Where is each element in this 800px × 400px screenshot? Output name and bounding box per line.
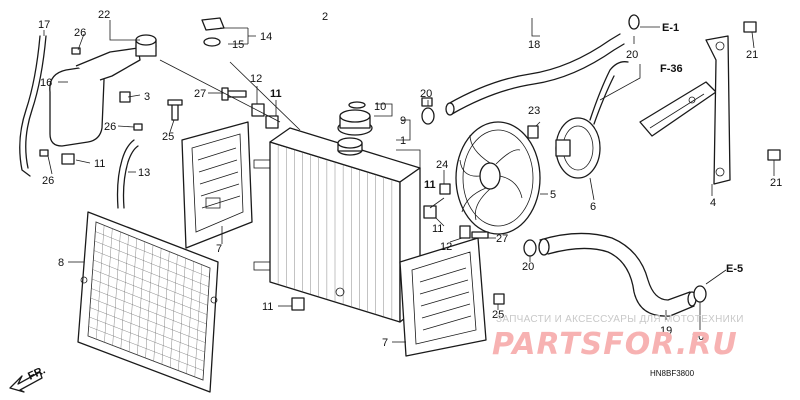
fan-bracket (639, 35, 731, 185)
callout-20: 20 (692, 331, 704, 343)
grille-mesh (87, 221, 211, 381)
siphon-hose (116, 139, 135, 209)
callout-11: 11 (270, 88, 282, 100)
callout-3: 3 (144, 91, 150, 103)
reference-codes: E-1 F-36 E-5 (640, 22, 743, 285)
callout-26: 26 (104, 121, 116, 133)
callout-12: 12 (250, 73, 262, 85)
watermark: ЗАПЧАСТИ И АКСЕССУАРЫ ДЛЯ МОТОТЕХНИКИ PA… (492, 314, 744, 362)
diagram-code: HN8BF3800 (650, 369, 695, 378)
reference-e1: E-1 (662, 22, 679, 34)
right-shroud (399, 237, 487, 357)
watermark-tagline: ЗАПЧАСТИ И АКСЕССУАРЫ ДЛЯ МОТОТЕХНИКИ (496, 314, 744, 325)
leader-lines (43, 18, 775, 343)
left-shroud (181, 121, 253, 249)
callout-26: 26 (42, 175, 54, 187)
callout-labels: 17 22 26 16 3 26 26 11 13 25 14 15 27 12… (38, 9, 782, 349)
callout-11: 11 (262, 301, 273, 313)
callout-23: 23 (528, 105, 540, 117)
callout-14: 14 (260, 31, 272, 43)
callout-19: 19 (660, 325, 672, 337)
fan-motor (555, 61, 629, 179)
callout-22: 22 (98, 9, 110, 21)
callout-7: 7 (216, 243, 222, 255)
callout-15: 15 (232, 39, 244, 51)
radiator-fins (277, 144, 393, 320)
callout-5: 5 (550, 189, 556, 201)
upper-hose-lower-wall (451, 43, 625, 115)
callout-4: 4 (710, 197, 716, 209)
callout-27: 27 (194, 88, 206, 100)
callout-11: 11 (94, 158, 105, 170)
callout-10: 10 (374, 101, 386, 113)
reserve-tank-hose (19, 35, 41, 177)
callout-27: 27 (496, 233, 508, 245)
callout-20: 20 (522, 261, 534, 273)
watermark-brand: PARTSFOR.RU (492, 327, 738, 362)
callout-17: 17 (38, 19, 50, 31)
upper-hose (447, 33, 621, 105)
cooling-fan (455, 121, 541, 235)
callout-13: 13 (138, 167, 150, 179)
callout-26: 26 (74, 27, 86, 39)
callout-16: 16 (40, 77, 52, 89)
reference-e5: E-5 (726, 263, 743, 275)
callout-25: 25 (162, 131, 174, 143)
callout-1: 1 (400, 135, 406, 147)
callout-20: 20 (626, 49, 638, 61)
radiator (253, 127, 421, 323)
callout-2: 2 (322, 11, 328, 23)
callout-11: 11 (424, 179, 436, 191)
callout-8: 8 (58, 257, 64, 269)
callout-24: 24 (436, 159, 448, 171)
callout-20: 20 (420, 88, 432, 100)
callout-9: 9 (400, 115, 406, 127)
callout-7: 7 (382, 337, 388, 349)
front-direction-label: FR. (26, 364, 47, 382)
reference-f36: F-36 (660, 63, 683, 75)
callout-25: 25 (492, 309, 504, 321)
callout-6: 6 (590, 201, 596, 213)
front-direction-arrow: FR. (9, 364, 47, 393)
reserve-tank (49, 34, 157, 165)
callout-18: 18 (528, 39, 540, 51)
lower-hose (538, 232, 697, 317)
callout-21: 21 (746, 49, 758, 61)
callout-12: 12 (440, 241, 452, 253)
radiator-cap (337, 101, 373, 156)
callout-11: 11 (432, 223, 443, 235)
radiator-grille (77, 211, 219, 393)
callout-21: 21 (770, 177, 782, 189)
